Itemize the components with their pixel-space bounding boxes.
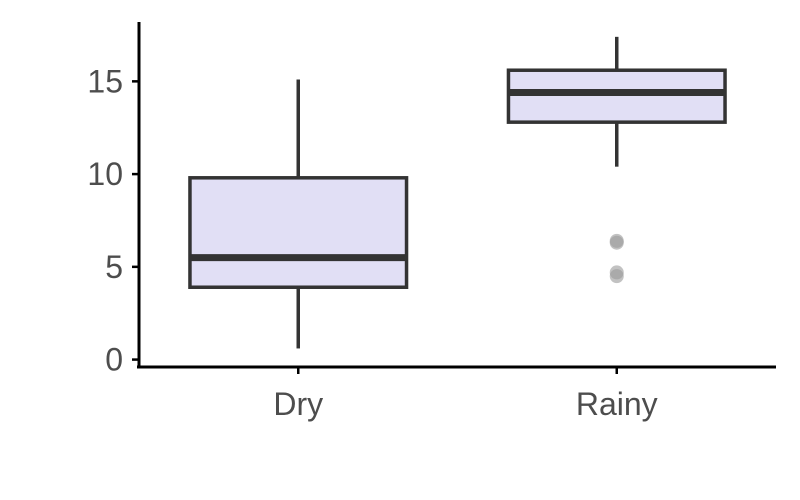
x-tick-label: Rainy [576,386,658,422]
y-tick-label: 0 [105,342,123,378]
box-group-rainy [506,36,727,284]
box-group-dry [188,79,409,349]
x-tick-label: Dry [273,386,323,422]
box-iqr-dry [188,176,409,289]
y-tick-label: 5 [105,249,123,285]
plot-area [188,36,727,349]
outlier-point-rainy-3 [609,265,624,280]
y-axis-ticks: 0 5 10 15 [87,63,139,378]
x-axis-ticks: Dry Rainy [273,367,658,422]
y-tick-label: 10 [87,156,123,192]
box-iqr-rainy [506,68,727,124]
y-tick-label: 15 [87,63,123,99]
outlier-point-rainy-1 [609,233,624,248]
